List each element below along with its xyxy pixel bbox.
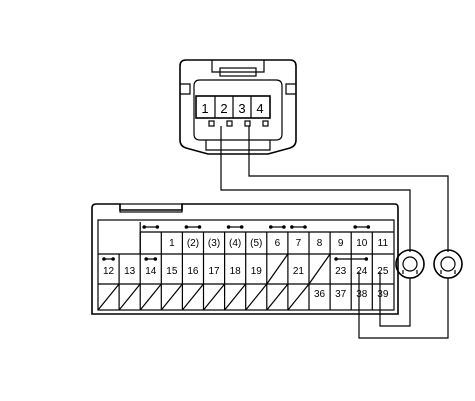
ecm-pin-39: 39 — [377, 289, 389, 300]
blank-cavity — [224, 283, 247, 311]
blank-cavity — [203, 283, 226, 311]
ecm-pin-8: 8 — [317, 238, 323, 249]
ecm-pin-36: 36 — [314, 289, 326, 300]
sensor-pin-2: 2 — [220, 101, 227, 116]
sensor-pin-1: 1 — [201, 101, 208, 116]
test-probe-left — [395, 249, 425, 279]
blank-cavity — [308, 253, 331, 285]
ecm-pin-23: 23 — [335, 266, 347, 277]
ecm-pin-2: (2) — [187, 238, 199, 249]
ecm-pin-3: (3) — [208, 238, 220, 249]
ecm-pin-37: 37 — [335, 289, 347, 300]
ecm-pin-1: 1 — [169, 238, 175, 249]
ecm-pin-grid: 1 (2) (3) (4) (5) 6 7 8 9 10 11 12 13 14 15 16 17 18 19 21 2… — [97, 222, 394, 311]
blank-cavity — [118, 283, 141, 311]
ecm-pin-6: 6 — [275, 238, 281, 249]
sensor-pin-3: 3 — [238, 101, 245, 116]
ecm-pin-9: 9 — [338, 238, 344, 249]
ecm-pin-14: 14 — [145, 266, 157, 277]
blank-cavity — [287, 283, 310, 311]
test-probe-right — [433, 249, 463, 279]
ecm-pin-7: 7 — [296, 238, 302, 249]
blank-cavity — [266, 253, 289, 285]
ecm-pin-4: (4) — [229, 238, 241, 249]
blank-cavity — [266, 283, 289, 311]
ecm-pin-5: (5) — [250, 238, 262, 249]
blank-cavity — [97, 283, 120, 311]
ecm-pin-10: 10 — [356, 238, 368, 249]
sensor-connector — [179, 59, 297, 155]
ecm-pin-11: 11 — [378, 238, 389, 249]
ecm-pin-24: 24 — [356, 266, 368, 277]
ecm-pin-12: 12 — [103, 266, 115, 277]
blank-cavity — [245, 283, 268, 311]
ecm-pin-15: 15 — [166, 266, 178, 277]
blank-cavity — [160, 283, 183, 311]
ecm-pin-16: 16 — [187, 266, 199, 277]
sensor-pin-4: 4 — [256, 101, 263, 116]
ecm-pin-25: 25 — [377, 266, 389, 277]
blank-cavity — [139, 283, 162, 311]
ecm-pin-13: 13 — [124, 266, 136, 277]
ecm-pin-18: 18 — [230, 266, 242, 277]
ecm-pin-38: 38 — [356, 289, 368, 300]
ecm-pin-19: 19 — [251, 266, 263, 277]
ecm-pin-17: 17 — [208, 266, 220, 277]
blank-cavity — [181, 283, 204, 311]
ecm-pin-21: 21 — [293, 266, 305, 277]
harness-wires — [220, 126, 449, 339]
